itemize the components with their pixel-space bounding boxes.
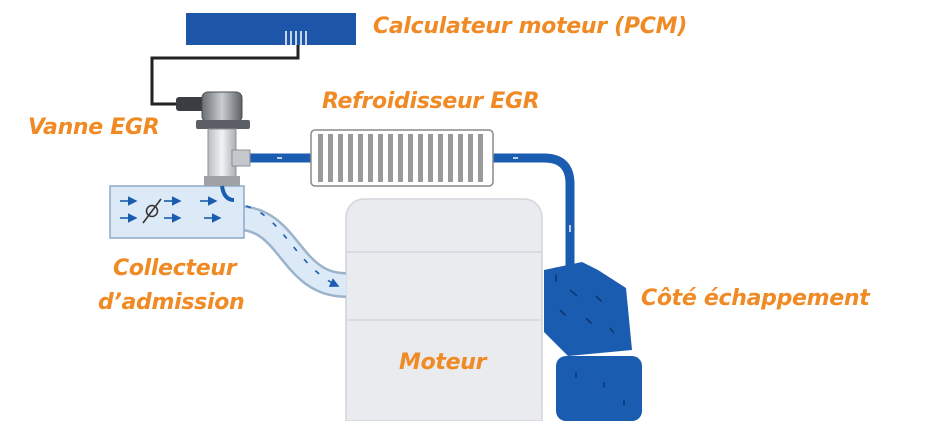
engine-block	[345, 198, 543, 422]
egr-valve-label: Vanne EGR	[28, 115, 160, 140]
engine-label: Moteur	[399, 350, 487, 375]
intake-manifold	[109, 185, 245, 239]
pcm-wire	[150, 45, 300, 106]
pcm-label: Calculateur moteur (PCM)	[373, 14, 687, 39]
intake-manifold-label-line1: Collecteur	[113, 256, 237, 281]
throttle-valve-icon	[142, 198, 162, 224]
pcm-module	[186, 13, 356, 45]
egr-pipe	[250, 153, 575, 270]
egr-valve	[176, 91, 251, 202]
intake-manifold-label-line2: d’admission	[98, 290, 245, 315]
egr-cooler	[310, 129, 494, 187]
egr-cooler-label: Refroidisseur EGR	[322, 89, 540, 114]
exhaust-manifold	[544, 262, 642, 421]
exhaust-side-label: Côté échappement	[641, 286, 870, 311]
intake-pipe	[236, 205, 347, 298]
